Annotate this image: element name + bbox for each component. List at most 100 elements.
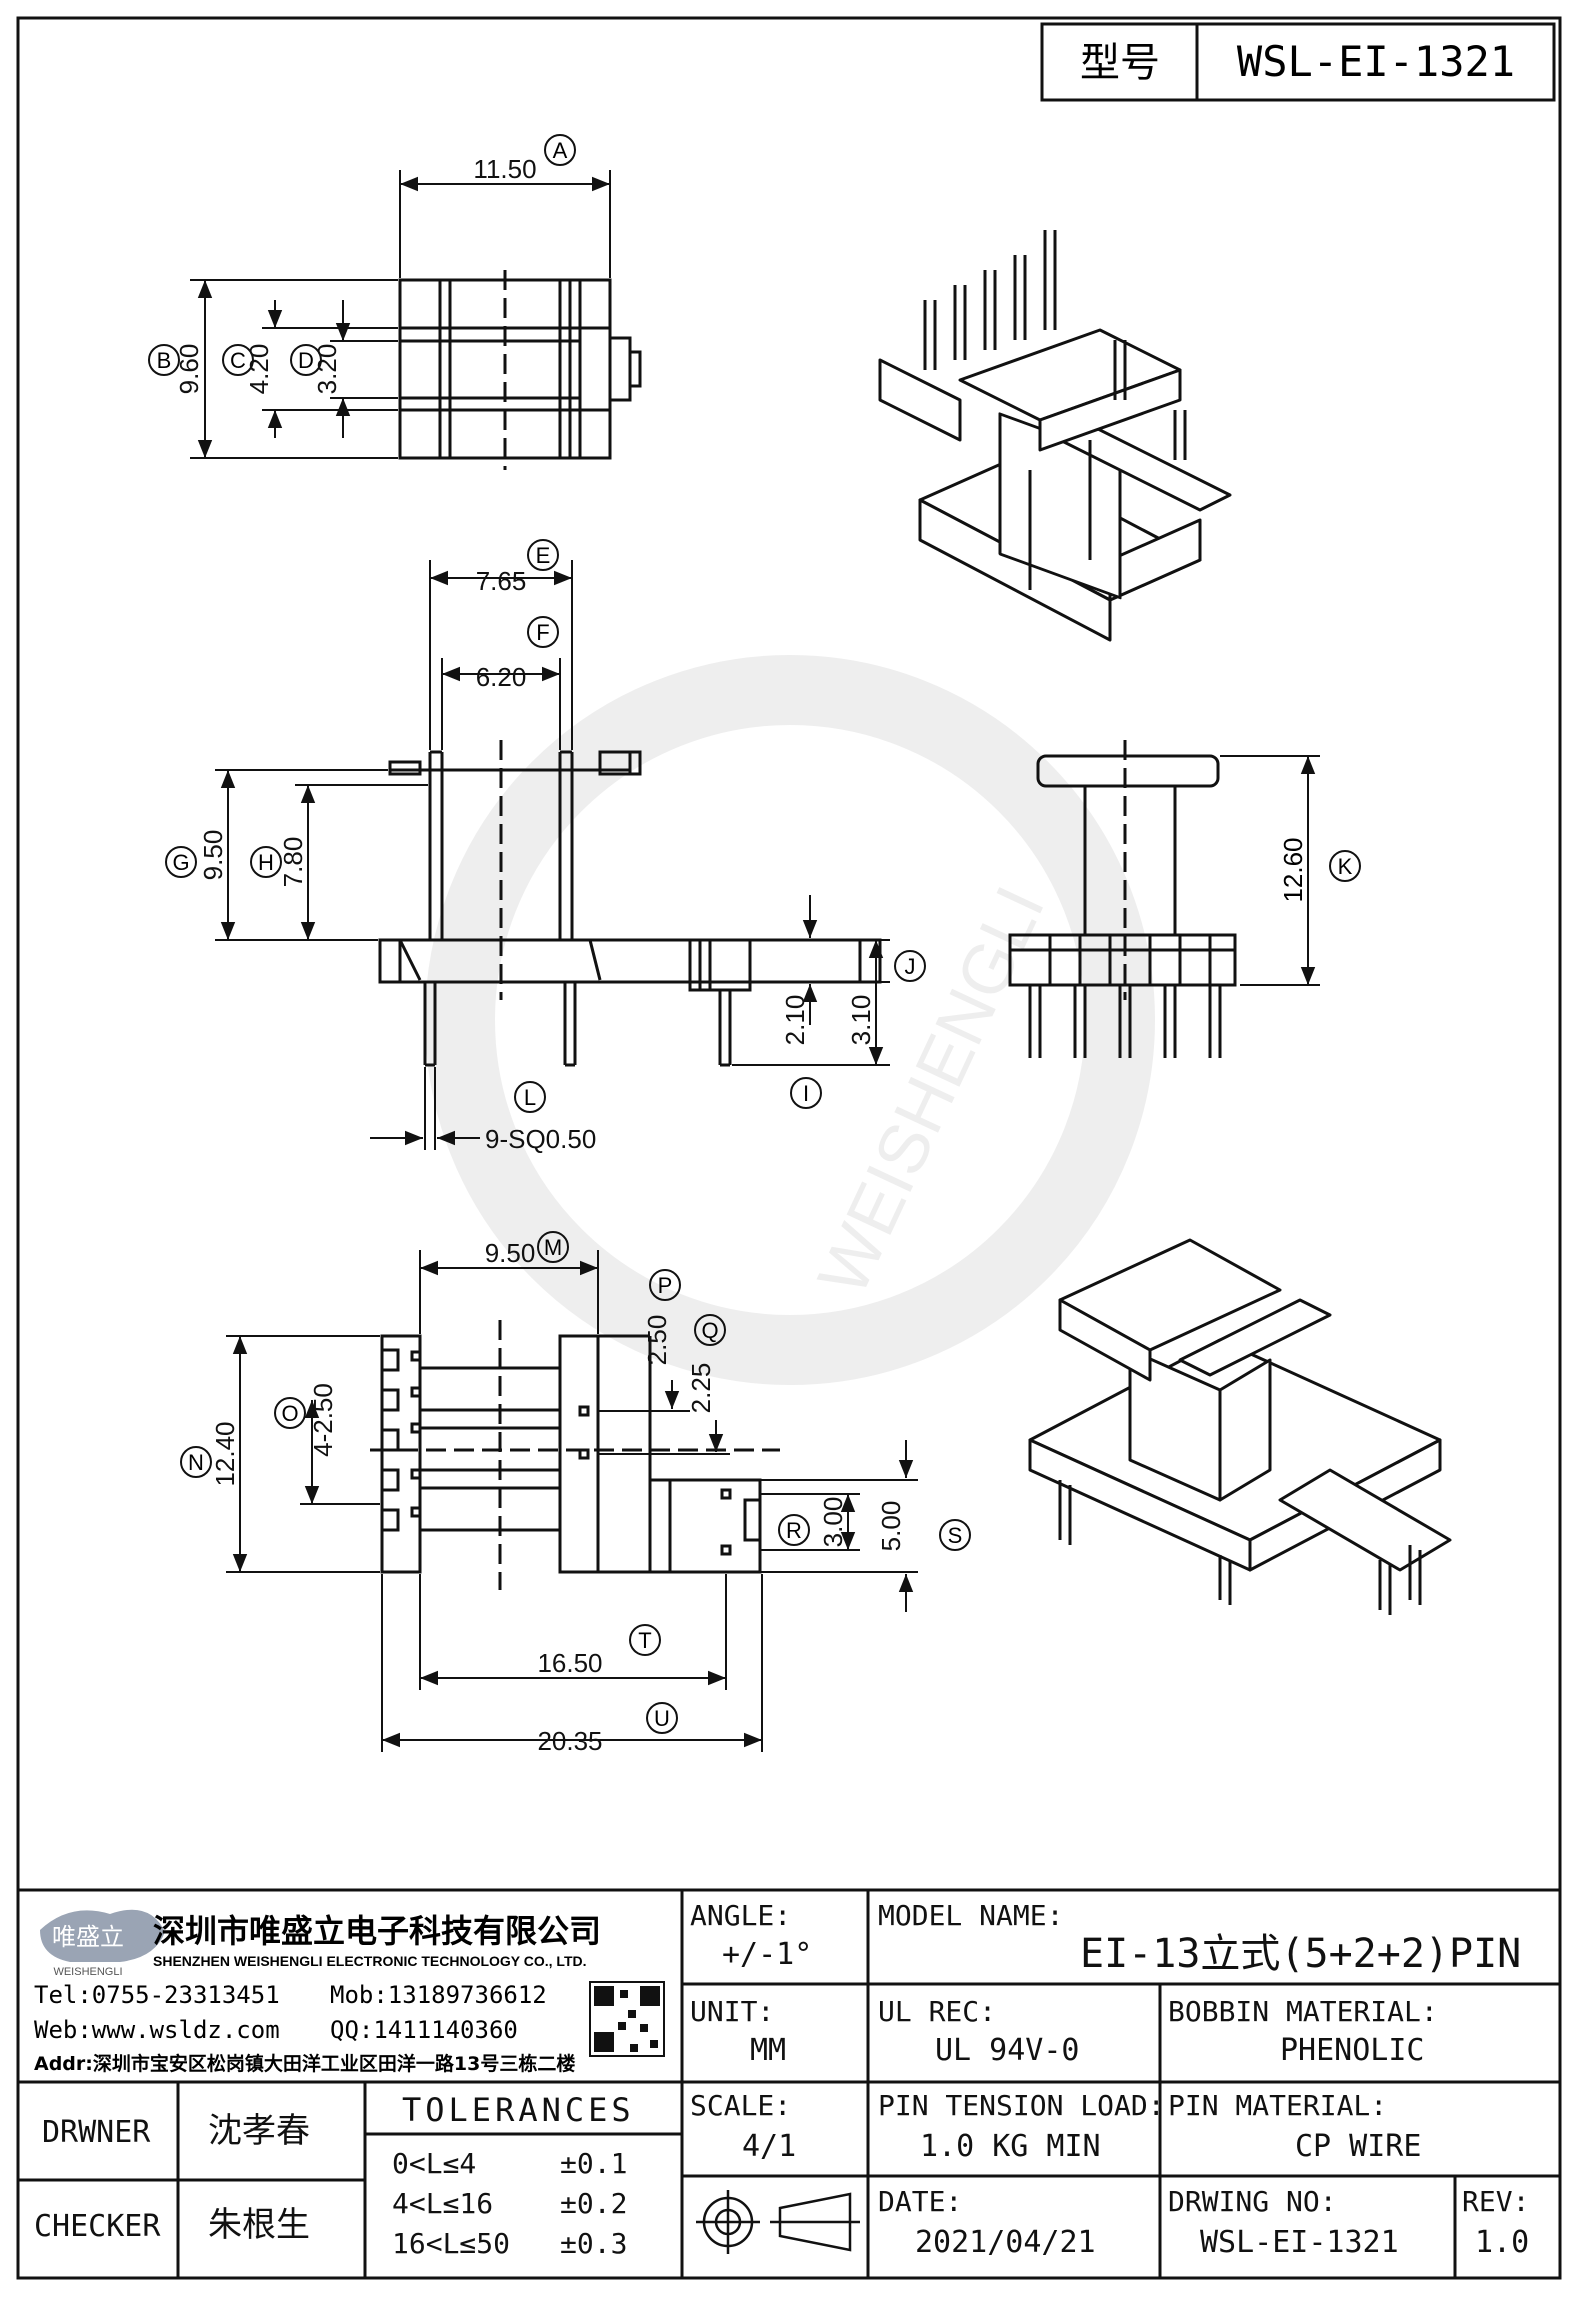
tol-value-2: ±0.2: [560, 2187, 628, 2220]
dim-n-value: 12.40: [210, 1421, 240, 1486]
header-model-number: WSL-EI-1321: [1237, 37, 1515, 86]
dim-k-value: 12.60: [1278, 837, 1308, 902]
dim-h-value: 7.80: [278, 837, 308, 888]
bottom-view: [370, 1320, 780, 1590]
bottom-view-dims: [226, 1250, 918, 1752]
pin-tension-value: 1.0 KG MIN: [920, 2129, 1101, 2164]
company-logo: 唯盛立 WEISHENGLI: [40, 1909, 165, 1978]
drwing-no-value: WSL-EI-1321: [1200, 2225, 1399, 2260]
front-view-dims: [215, 560, 890, 1150]
rev-label: REV:: [1462, 2185, 1530, 2218]
side-view-dims: [1220, 755, 1320, 986]
drawer-name: 沈孝春: [208, 2111, 310, 2151]
balloon-j: J: [905, 954, 916, 979]
iso-view-bottom: [1028, 1238, 1452, 1615]
bobbin-material-value: PHENOLIC: [1280, 2033, 1425, 2068]
title-block-lines: [18, 1888, 1560, 2278]
ul-rec-label: UL REC:: [878, 1995, 997, 2028]
pin-tension-label: PIN TENSION LOAD:: [878, 2089, 1165, 2122]
balloon-k: K: [1338, 854, 1353, 879]
balloon-i: I: [803, 1081, 809, 1106]
balloon-a: A: [553, 138, 568, 163]
model-name-value: EI-13立式(5+2+2)PIN: [1080, 1931, 1522, 1977]
qr-code: [589, 1981, 665, 2057]
top-view-dims: [190, 170, 611, 459]
dim-a-value: 11.50: [473, 154, 536, 184]
balloon-p: P: [658, 1273, 673, 1298]
balloon-g: G: [172, 850, 189, 875]
balloon-e: E: [536, 543, 551, 568]
unit-value: MM: [750, 2033, 787, 2068]
balloon-l: L: [524, 1085, 536, 1110]
dim-o-value: 4-2.50: [308, 1383, 338, 1457]
date-label: DATE:: [878, 2185, 963, 2218]
dim-g-value: 9.50: [198, 830, 228, 881]
company-web: Web:www.wsldz.com: [34, 2016, 280, 2044]
checker-label: CHECKER: [34, 2209, 161, 2244]
pin-material-value: CP WIRE: [1295, 2129, 1422, 2164]
tol-value-1: ±0.1: [560, 2147, 628, 2180]
top-view-dim-text: 11.50 9.60 4.20 3.20: [174, 154, 537, 394]
balloon-d: D: [298, 348, 314, 373]
dim-t-value: 16.50: [537, 1648, 602, 1678]
balloon-k-group: K: [1329, 850, 1361, 882]
company-mob: Mob:13189736612: [330, 1981, 547, 2009]
company-name-cn: 深圳市唯盛立电子科技有限公司: [153, 1912, 601, 1950]
balloon-n: N: [188, 1450, 204, 1475]
balloon-t: T: [638, 1628, 651, 1653]
dim-m-value: 9.50: [485, 1238, 536, 1268]
balloon-h: H: [258, 850, 274, 875]
dim-i-value: 2.10: [780, 995, 810, 1046]
projection-symbol-icon: [696, 2190, 860, 2254]
company-qq: QQ:1411140360: [330, 2016, 518, 2044]
drwing-no-label: DRWING NO:: [1168, 2185, 1337, 2218]
company-name-en: SHENZHEN WEISHENGLI ELECTRONIC TECHNOLOG…: [153, 1953, 587, 1969]
dim-b-value: 9.60: [174, 344, 204, 395]
company-tel: Tel:0755-23313451: [34, 1981, 280, 2009]
scale-value: 4/1: [742, 2129, 797, 2164]
front-view: [378, 740, 882, 1067]
balloon-b: B: [157, 348, 172, 373]
balloons-front: E F G H I J L: [165, 539, 926, 1113]
top-view: [398, 270, 642, 470]
balloon-o: O: [281, 1401, 298, 1426]
balloon-m: M: [544, 1235, 562, 1260]
tol-value-3: ±0.3: [560, 2227, 628, 2260]
balloon-f: F: [536, 620, 549, 645]
logo-text: 唯盛立: [52, 1923, 124, 1951]
dim-f-value: 6.20: [476, 662, 527, 692]
dim-c-value: 4.20: [244, 344, 274, 395]
balloon-q: Q: [701, 1318, 718, 1343]
ul-rec-value: UL 94V-0: [935, 2033, 1080, 2068]
scale-label: SCALE:: [690, 2089, 792, 2122]
tol-range-3: 16<L≤50: [392, 2227, 511, 2260]
front-view-dim-text: 7.65 6.20 9.50 7.80 2.10 3.10 9-SQ0.50: [198, 566, 876, 1154]
header-model-box: 型号 WSL-EI-1321: [1040, 22, 1556, 102]
dim-j-value: 3.10: [846, 995, 876, 1046]
date-value: 2021/04/21: [915, 2225, 1096, 2260]
balloon-s: S: [948, 1523, 963, 1548]
angle-value: +/-1°: [722, 1937, 813, 1972]
angle-label: ANGLE:: [690, 1899, 792, 1932]
tol-range-1: 0<L≤4: [392, 2147, 477, 2180]
rev-value: 1.0: [1475, 2225, 1530, 2260]
unit-label: UNIT:: [690, 1995, 775, 2028]
pin-material-label: PIN MATERIAL:: [1168, 2089, 1388, 2122]
logo-subtext: WEISHENGLI: [53, 1966, 122, 1978]
header-label: 型号: [1080, 40, 1160, 86]
bobbin-material-label: BOBBIN MATERIAL:: [1168, 1995, 1438, 2028]
side-view: [1008, 740, 1237, 1058]
dim-r-value: 3.00: [818, 1497, 848, 1548]
balloon-r: R: [786, 1518, 802, 1543]
dim-p-value: 2.50: [642, 1315, 672, 1366]
balloons-bottom: M N O P Q R S T U: [180, 1231, 971, 1734]
dim-q-value: 2.25: [686, 1363, 716, 1414]
balloon-c: C: [230, 348, 246, 373]
tol-range-2: 4<L≤16: [392, 2187, 494, 2220]
sheet-border: [16, 16, 1562, 2280]
drawer-label: DRWNER: [42, 2115, 151, 2150]
dim-u-value: 20.35: [537, 1726, 602, 1756]
company-address: Addr:深圳市宝安区松岗镇大田洋工业区田洋一路13号三栋二楼: [34, 2052, 575, 2075]
checker-name: 朱根生: [208, 2205, 310, 2245]
